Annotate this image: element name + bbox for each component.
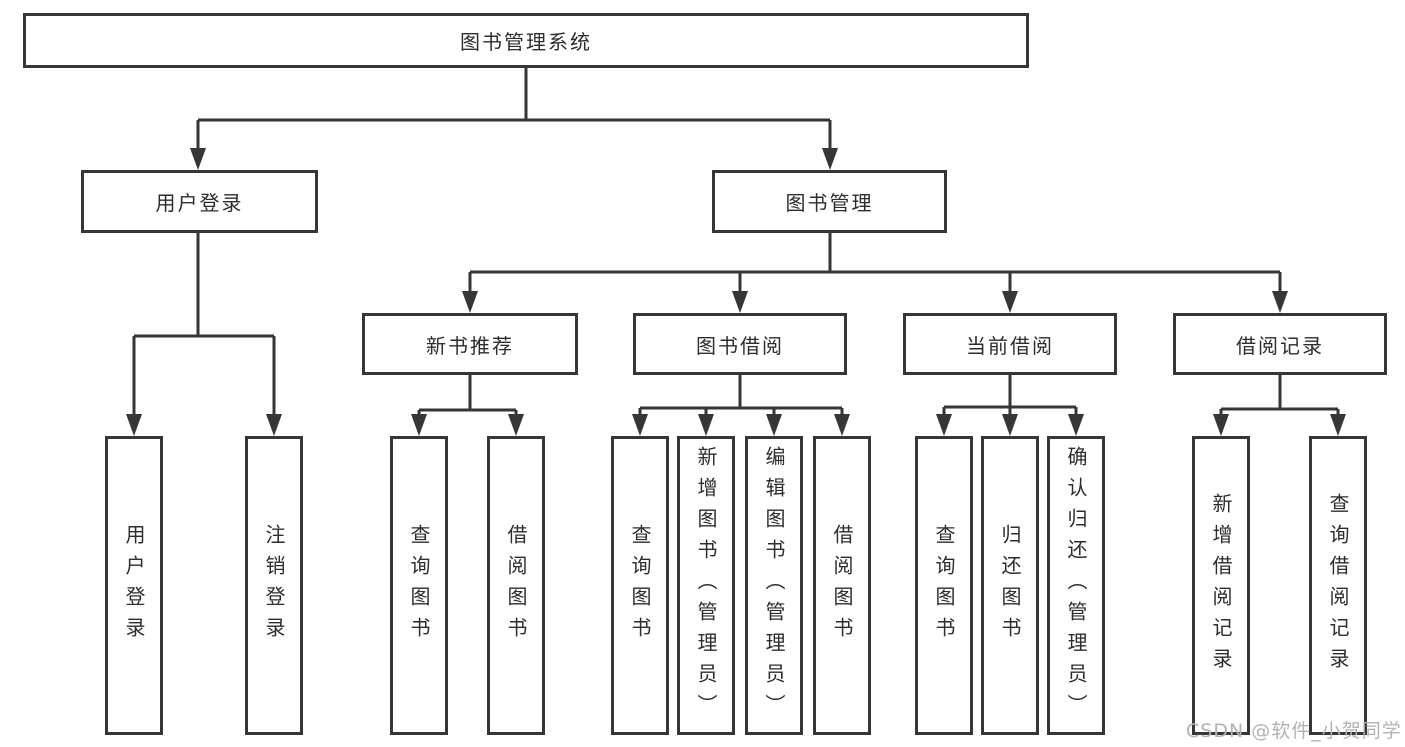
- connector-book-borrowing-to-leaves: [632, 375, 850, 436]
- connector-current-borrowing-to-leaves: [936, 375, 1084, 436]
- leaf-query-books-recommend: 查询图书: [390, 436, 448, 735]
- leaf-query-books-borrowing: 查询图书: [611, 436, 669, 735]
- connector-user-login-to-leaves: [126, 233, 282, 436]
- leaf-add-books-admin: 新增图书（管理员）: [677, 436, 735, 735]
- node-book-management: 图书管理: [712, 170, 947, 233]
- leaf-borrow-books-recommend: 借阅图书: [487, 436, 545, 735]
- leaf-query-borrow-record: 查询借阅记录: [1309, 436, 1367, 735]
- leaf-return-books: 归还图书: [981, 436, 1039, 735]
- node-user-login: 用户登录: [81, 170, 318, 233]
- node-current-borrowing: 当前借阅: [903, 313, 1117, 375]
- connector-root-to-level2: [190, 68, 838, 170]
- leaf-logout: 注销登录: [245, 436, 303, 735]
- node-root: 图书管理系统: [23, 13, 1029, 68]
- leaf-edit-books-admin: 编辑图书（管理员）: [745, 436, 803, 735]
- leaf-confirm-return-admin: 确认归还（管理员）: [1047, 436, 1105, 735]
- leaf-add-borrow-record: 新增借阅记录: [1192, 436, 1250, 735]
- connector-book-management-to-level3: [462, 233, 1288, 313]
- connector-new-book-recommend-to-leaves: [411, 375, 524, 436]
- watermark: CSDN @软件_小贺同学: [1186, 720, 1402, 742]
- node-book-borrowing: 图书借阅: [633, 313, 847, 375]
- connector-borrowing-records-to-leaves: [1213, 375, 1346, 436]
- leaf-borrow-books: 借阅图书: [813, 436, 871, 735]
- node-borrowing-records: 借阅记录: [1173, 313, 1387, 375]
- leaf-user-login: 用户登录: [105, 436, 163, 735]
- node-new-book-recommend: 新书推荐: [362, 313, 578, 375]
- leaf-query-books-current: 查询图书: [915, 436, 973, 735]
